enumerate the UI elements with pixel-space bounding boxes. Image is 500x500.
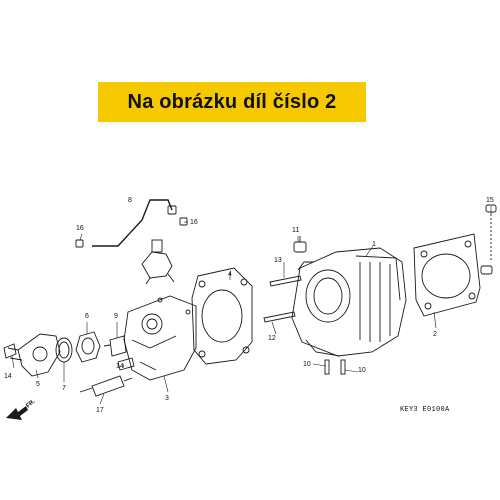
callout-5: 5 [36, 381, 40, 388]
part-1-cylinder [291, 247, 407, 357]
part-14-bolt-center [117, 357, 135, 371]
front-direction-label: FR. [25, 399, 37, 410]
part-11-nut [293, 236, 307, 253]
front-direction-arrow: FR. [6, 399, 37, 420]
callout-8: 8 [128, 197, 132, 204]
callout-10-right: 10 [358, 367, 366, 374]
callout-9: 9 [114, 313, 118, 320]
callout-1: 1 [372, 241, 376, 248]
banner-text: Na obrázku díl číslo 2 [127, 90, 337, 113]
callout-14-center: 14 [116, 363, 124, 370]
callout-13: 13 [274, 257, 282, 264]
callout-16-right: 16 [190, 219, 198, 226]
callout-11: 11 [292, 227, 299, 234]
part-16-hose-clamp-b [179, 217, 188, 226]
callout-15: 15 [486, 197, 494, 204]
callout-4: 4 [228, 271, 232, 278]
callout-7: 7 [62, 385, 66, 392]
part-13-stud [269, 275, 302, 287]
part-2-cylinder-gasket [413, 233, 481, 317]
callout-3: 3 [165, 395, 169, 402]
callout-2: 2 [433, 331, 437, 338]
part-number-banner: Na obrázku díl číslo 2 [98, 82, 366, 122]
part-17-spark-plug [79, 375, 133, 397]
callout-12: 12 [268, 335, 276, 342]
leader-lines [11, 206, 492, 405]
callout-16-left: 16 [76, 225, 84, 232]
diagram-code: KEY3 E0100A [400, 406, 450, 414]
part-16-hose-clamp-a [75, 239, 84, 248]
part-14-bolt-left [3, 343, 17, 359]
callout-14-left: 14 [4, 373, 12, 380]
part-9-sensor [103, 335, 127, 357]
callout-17: 17 [96, 407, 104, 414]
part-8-valve-assembly [92, 199, 177, 285]
part-5-thermostat-housing [7, 333, 61, 377]
callout-10-left: 10 [303, 361, 311, 368]
part-3-cylinder-head [123, 295, 197, 381]
callout-6: 6 [85, 313, 89, 320]
part-15-cap-bottom [480, 265, 493, 275]
part-10-dowel-pins [324, 359, 346, 375]
part-4-head-gasket [191, 267, 253, 365]
part-12-stud [263, 311, 296, 323]
part-7-o-ring [55, 337, 73, 363]
part-6-thermostat [75, 331, 101, 363]
